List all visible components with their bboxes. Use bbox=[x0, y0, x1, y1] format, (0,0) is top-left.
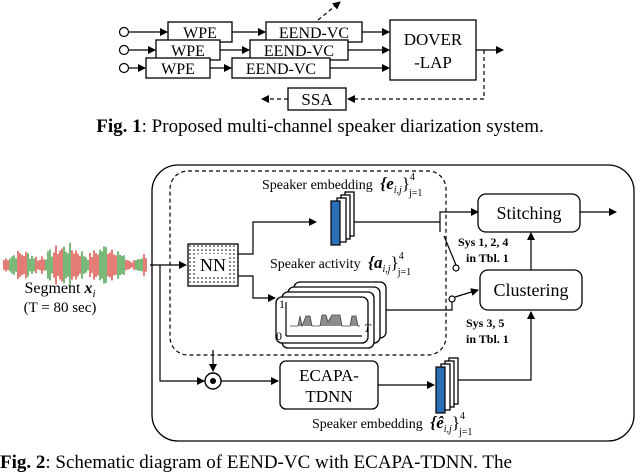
fig1-caption-prefix: Fig. 1 bbox=[96, 116, 141, 137]
speaker-embedding-bottom-stack bbox=[435, 357, 459, 414]
segment-var: x bbox=[83, 280, 92, 297]
ecapa-label-line1: ECAPA- bbox=[299, 366, 359, 385]
switch-lower bbox=[454, 288, 479, 298]
activity-axis-t: T bbox=[364, 321, 372, 335]
activity-axis-one: 1 bbox=[279, 297, 285, 311]
fig2-caption-prefix: Fig. 2 bbox=[0, 452, 45, 473]
sys-b-line2: in Tbl. 1 bbox=[466, 332, 509, 346]
audio-waveform bbox=[3, 242, 147, 288]
nn-box bbox=[187, 243, 239, 287]
sys-a-line2: in Tbl. 1 bbox=[466, 251, 509, 265]
sys-b-line1: Sys 3, 5 bbox=[466, 316, 504, 330]
fig1-diagram: WPE WPE WPE EEND-VC EEND-VC EEND-VC DOVE… bbox=[96, 1, 544, 137]
speaker-embedding-top-stack bbox=[330, 191, 355, 246]
ssa-label: SSA bbox=[301, 90, 333, 109]
activity-waveform-icon bbox=[290, 314, 360, 328]
speaker-activity-stack: 1 0 T bbox=[275, 281, 387, 349]
clustering-label: Clustering bbox=[494, 280, 569, 300]
ecapa-label-line2: TDNN bbox=[305, 387, 352, 406]
fig1-caption: Fig. 1: Proposed multi-channel speaker d… bbox=[96, 116, 543, 137]
eend-vc-outer-frame bbox=[151, 164, 635, 442]
mic-input-icon bbox=[118, 26, 130, 74]
fig2-caption: Fig. 2: Schematic diagram of EEND-VC wit… bbox=[0, 452, 512, 473]
wpe-label-2: WPE bbox=[171, 43, 205, 60]
wpe-label-3: WPE bbox=[161, 61, 195, 78]
sys-a-line1: Sys 1, 2, 4 bbox=[458, 235, 508, 249]
eend-vc-label-1: EEND-VC bbox=[279, 25, 349, 42]
nn-label: NN bbox=[200, 255, 226, 275]
switch-upper bbox=[443, 235, 457, 266]
switch-contact-lower bbox=[448, 295, 456, 303]
wpe-label-1: WPE bbox=[183, 25, 217, 42]
embedding-vector-bottom-icon bbox=[435, 366, 446, 414]
dover-lap-label-line2: -LAP bbox=[414, 53, 452, 72]
segment-label: Segment xi bbox=[24, 280, 95, 300]
fig1-caption-text: : Proposed multi-channel speaker diariza… bbox=[142, 116, 544, 137]
eend-inner-frame bbox=[169, 170, 447, 356]
eend-vc-label-2: EEND-VC bbox=[264, 43, 334, 60]
dover-lap-label-line1: DOVER bbox=[404, 30, 463, 49]
activity-axis-zero: 0 bbox=[276, 329, 282, 343]
eend-vc-label-3: EEND-VC bbox=[246, 61, 316, 78]
fig2-diagram: Segment xi (T = 80 sec) NN Speaker embed… bbox=[0, 164, 635, 473]
stitching-label: Stitching bbox=[496, 203, 561, 223]
embedding-vector-icon bbox=[330, 200, 341, 246]
segment-sub: i bbox=[92, 288, 95, 300]
fig2-caption-text: : Schematic diagram of EEND-VC with ECAP… bbox=[45, 452, 511, 473]
segment-duration: (T = 80 sec) bbox=[24, 300, 97, 316]
dover-lap-box bbox=[389, 19, 477, 81]
